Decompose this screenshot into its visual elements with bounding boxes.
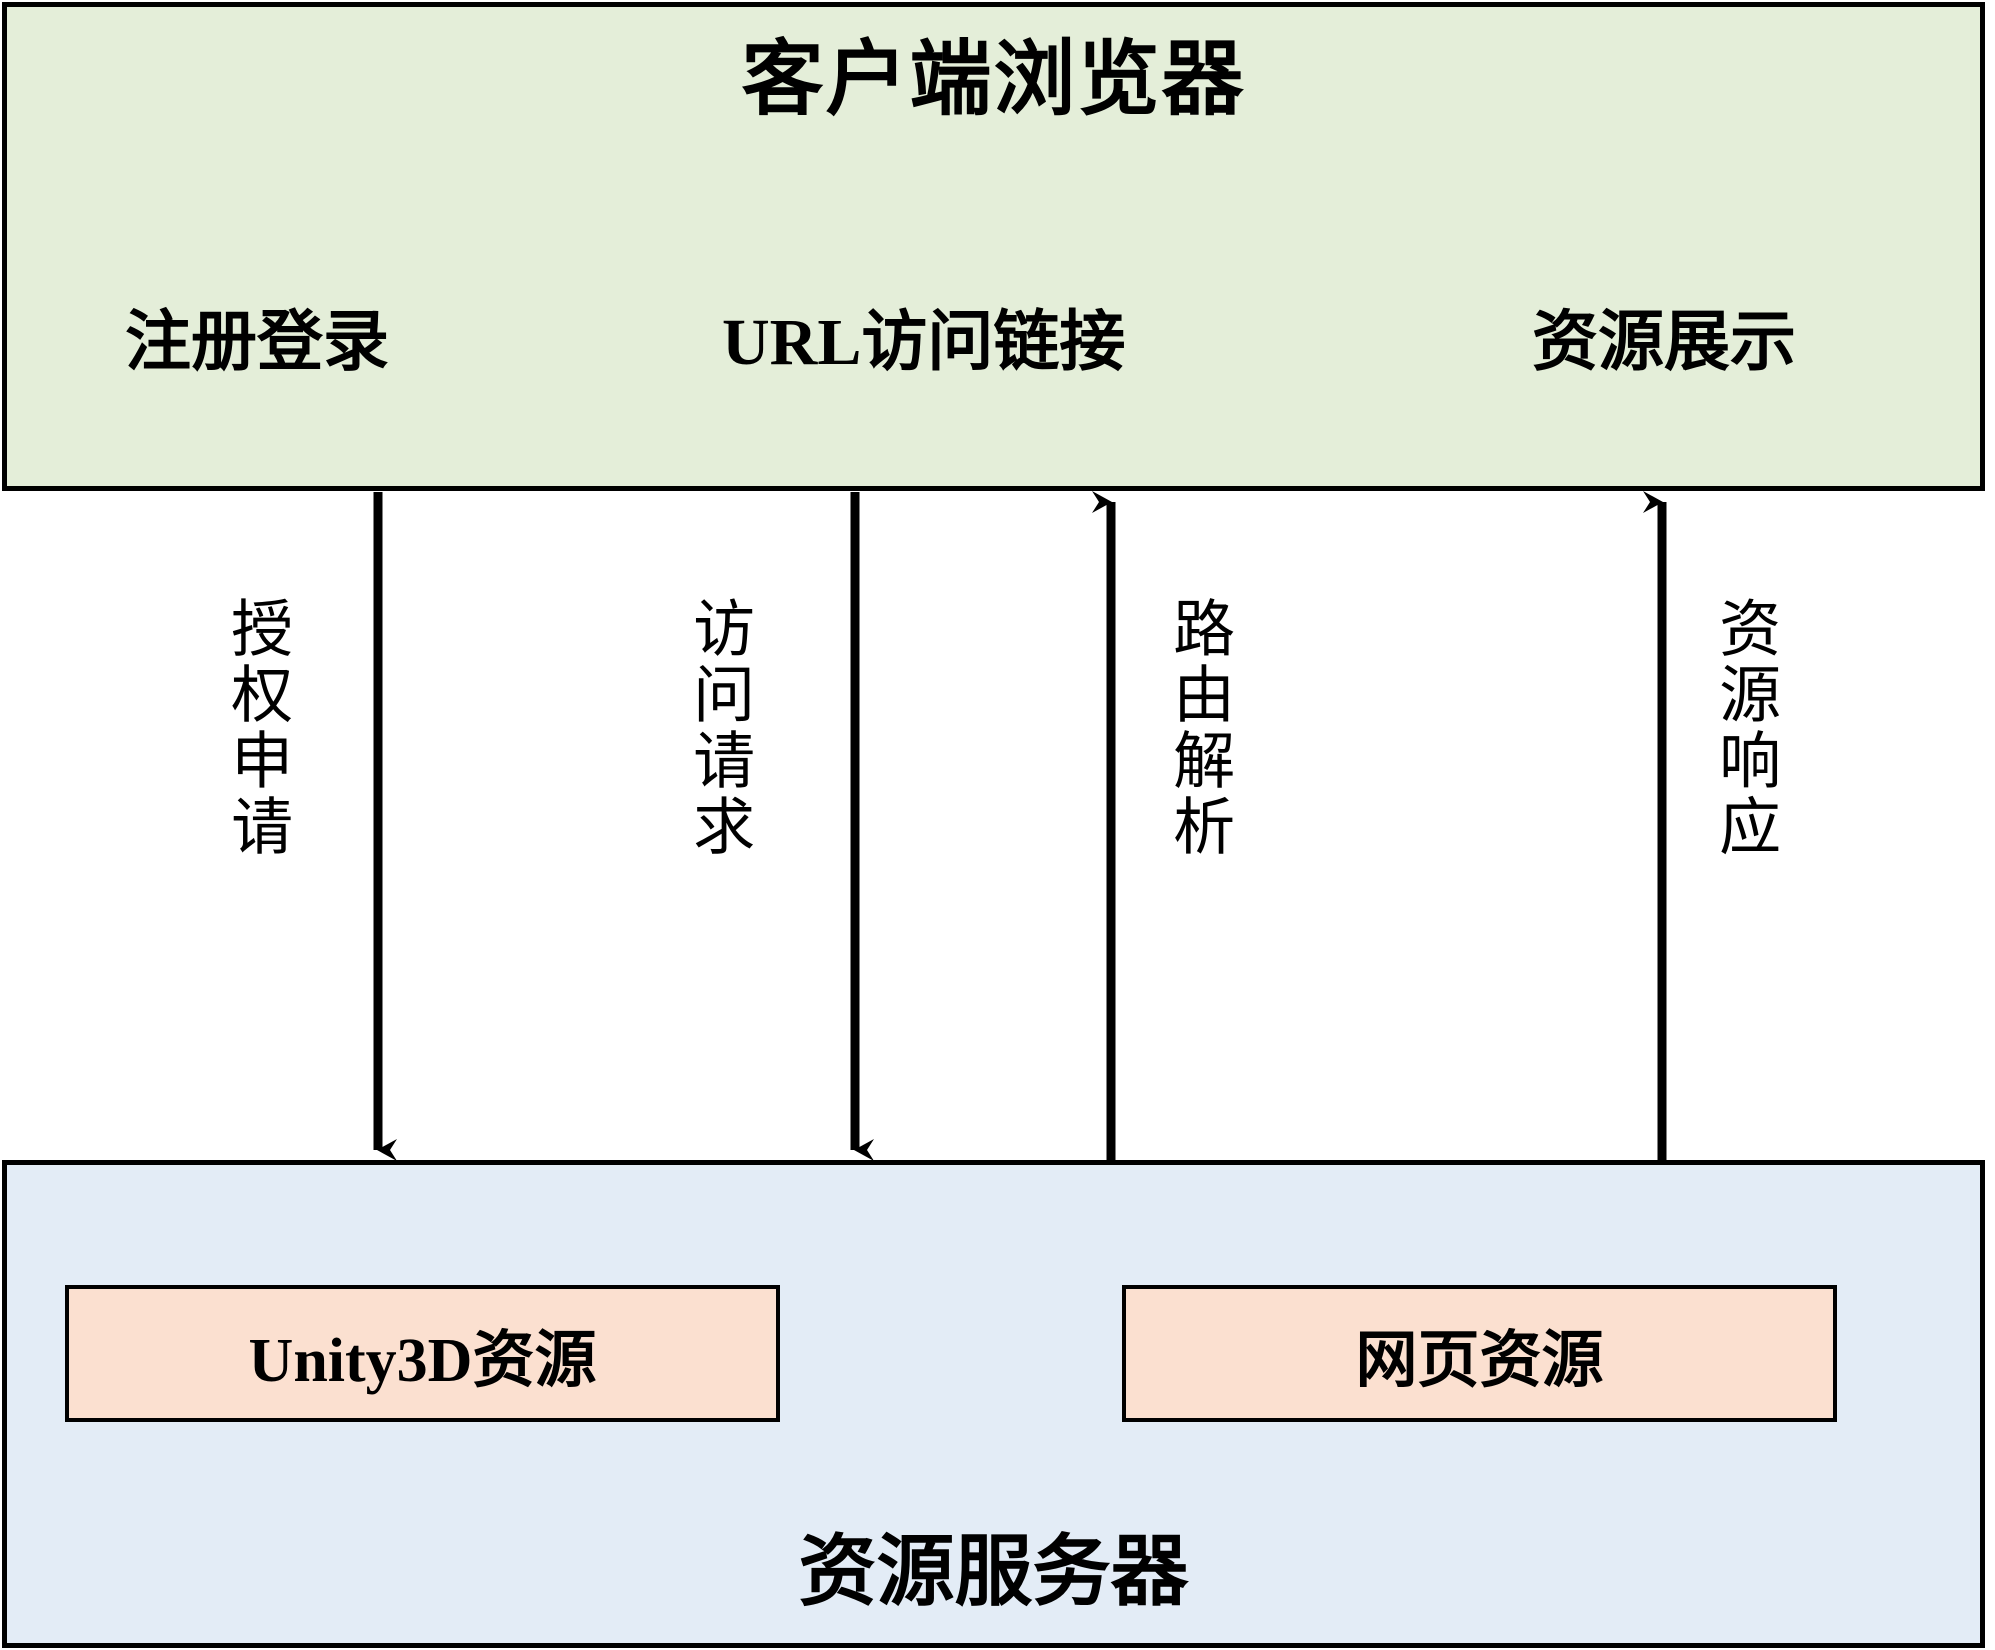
client-feature-row: 注册登录 URL访问链接 资源展示 [7,306,1980,417]
flow-label-resource-response: 资源响应 [1709,596,1778,860]
client-browser-title: 客户端浏览器 [741,34,1246,125]
flow-label-authorization-request: 授权申请 [221,596,290,860]
client-browser-box: 客户端浏览器 注册登录 URL访问链接 资源展示 [2,2,1985,491]
resource-unity3d-box: Unity3D资源 [65,1285,780,1422]
client-feature-register-login: 注册登录 [125,306,389,379]
resource-webpage-box: 网页资源 [1122,1285,1837,1422]
client-feature-url-link: URL访问链接 [722,306,1126,379]
resource-server-title: 资源服务器 [798,1528,1189,1616]
flow-label-route-resolution: 路由解析 [1163,596,1232,860]
resource-server-box: Unity3D资源 网页资源 资源服务器 [2,1160,1985,1648]
flow-label-access-request: 访问请求 [683,596,752,860]
client-feature-resource-display: 资源展示 [1532,306,1796,379]
